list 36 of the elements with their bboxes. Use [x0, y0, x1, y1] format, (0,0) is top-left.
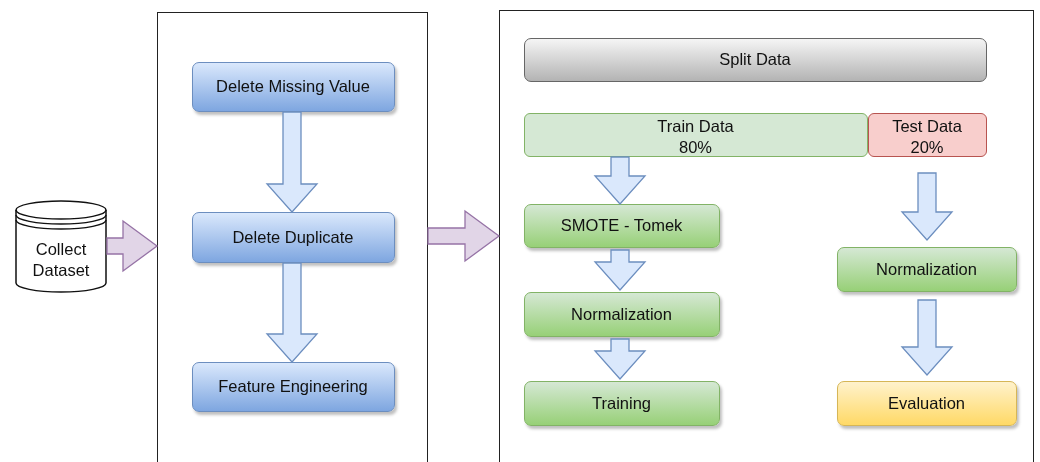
process-box	[191, 211, 395, 263]
node-label: Collect Dataset	[31, 238, 91, 281]
block-arrow	[427, 209, 501, 263]
block-arrow	[106, 219, 159, 273]
block-arrow	[900, 172, 954, 241]
process-box	[836, 380, 1017, 426]
block-arrow	[900, 299, 954, 376]
node-label: Split Data	[719, 49, 791, 70]
block-arrow	[593, 249, 647, 291]
node-label: 80%	[679, 136, 712, 158]
node-label: Delete Missing Value	[216, 76, 370, 97]
node-label: SMOTE - Tomek	[560, 215, 683, 236]
block-arrow	[593, 156, 647, 205]
node-label: Feature Engineering	[218, 376, 368, 397]
node-label: Delete Duplicate	[232, 226, 354, 248]
block-arrow	[593, 338, 647, 380]
stage-panel	[157, 12, 428, 462]
process-box	[523, 380, 720, 426]
node-label: Normalization	[876, 258, 977, 280]
process-box	[191, 361, 395, 412]
stage-panel	[499, 10, 1034, 462]
node-label: Train Data	[657, 115, 734, 137]
process-box	[867, 112, 987, 157]
process-box	[523, 291, 720, 337]
process-box	[191, 61, 395, 112]
node-label: Normalization	[571, 303, 672, 325]
node-label: Test Data	[892, 115, 962, 137]
node-label: Training	[592, 392, 651, 414]
process-box	[523, 203, 720, 248]
process-box	[523, 37, 987, 82]
process-box	[523, 112, 868, 157]
block-arrow	[265, 111, 319, 213]
node-label: Evaluation	[887, 392, 966, 414]
block-arrow	[265, 262, 319, 363]
node-label: 20%	[910, 136, 944, 158]
process-box	[836, 246, 1017, 292]
